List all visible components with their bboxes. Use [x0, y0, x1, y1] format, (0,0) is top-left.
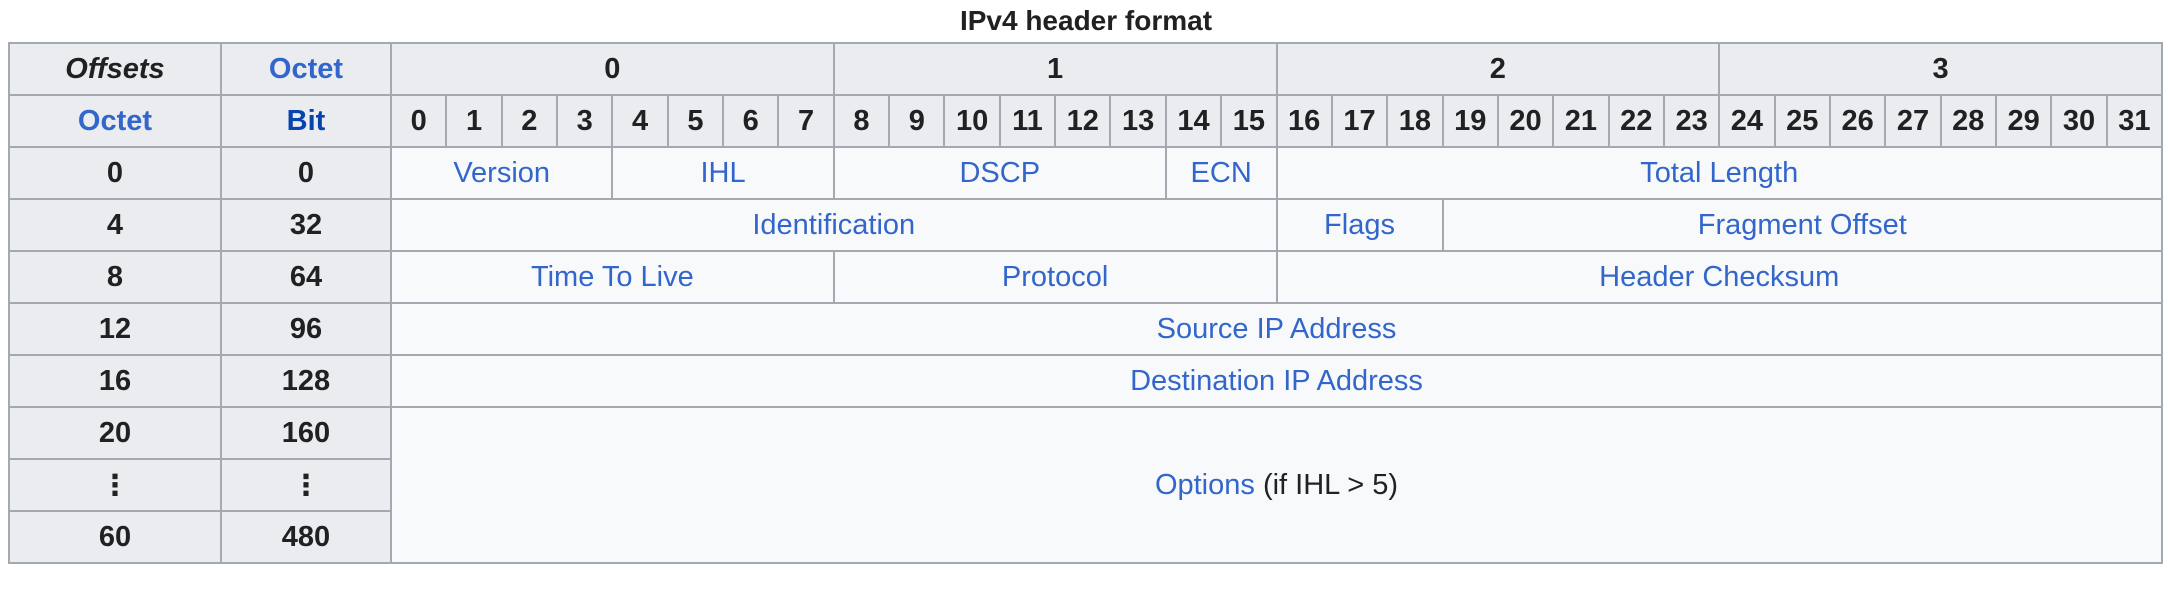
bit-27: 27 — [1884, 94, 1942, 148]
bit-28: 28 — [1939, 94, 1997, 148]
octet-1-header: 1 — [832, 42, 1278, 96]
bit-22: 22 — [1607, 94, 1665, 148]
field-source-ip-link[interactable]: Source IP Address — [390, 302, 2163, 356]
table-row: 12 96 Source IP Address — [8, 302, 2163, 356]
row-octet-offset: 8 — [8, 250, 222, 304]
bit-1: 1 — [445, 94, 503, 148]
bit-21: 21 — [1552, 94, 1610, 148]
table-row: 8 64 Time To Live Protocol Header Checks… — [8, 250, 2163, 304]
row-octet-offset: 20 — [8, 406, 222, 460]
row-bit-offset: 160 — [220, 406, 392, 460]
row-bit-offset: 128 — [220, 354, 392, 408]
bit-6: 6 — [722, 94, 780, 148]
field-identification-link[interactable]: Identification — [390, 198, 1278, 252]
field-version-link[interactable]: Version — [389, 146, 614, 200]
field-total-length-link[interactable]: Total Length — [1275, 146, 2163, 200]
table-row: 60 480 — [8, 510, 2162, 564]
bit-23: 23 — [1662, 94, 1721, 148]
row-octet-offset: 4 — [8, 198, 222, 252]
row-bit-offset: 480 — [220, 510, 392, 564]
table-row: 0 0 Version IHL DSCP ECN Total Length — [8, 146, 2163, 200]
bit-5: 5 — [666, 94, 725, 148]
octet-3-header: 3 — [1718, 42, 2163, 96]
table-row: 20 160 Options (if IHL > 5) — [8, 406, 2163, 564]
offsets-header: Offsets — [8, 42, 222, 96]
bit-12: 12 — [1054, 94, 1112, 148]
bit-29: 29 — [1994, 94, 2053, 148]
field-ecn-link[interactable]: ECN — [1164, 146, 1278, 200]
row-bit-offset: 64 — [220, 250, 392, 304]
octet-header-row: Offsets Octet 0 1 2 3 — [8, 42, 2163, 96]
row-octet-offset: 16 — [8, 354, 222, 408]
bit-18: 18 — [1386, 94, 1444, 148]
field-destination-ip-link[interactable]: Destination IP Address — [390, 354, 2163, 408]
bit-24: 24 — [1718, 94, 1776, 148]
bit-3: 3 — [556, 94, 614, 148]
ipv4-header-table: Offsets Octet 0 1 2 3 Octet Bit 0 1 2 3 … — [8, 42, 2164, 564]
field-ihl-link[interactable]: IHL — [611, 146, 835, 200]
bit-header-row: Octet Bit 0 1 2 3 4 5 6 7 8 9 10 11 12 1… — [8, 94, 2164, 148]
row-bit-offset: 96 — [220, 302, 392, 356]
bit-16: 16 — [1275, 94, 1333, 148]
field-time-to-live-link[interactable]: Time To Live — [390, 250, 835, 304]
bit-20: 20 — [1496, 94, 1555, 148]
field-flags-link[interactable]: Flags — [1275, 198, 1444, 252]
bit-14: 14 — [1164, 94, 1223, 148]
field-header-checksum-link[interactable]: Header Checksum — [1275, 250, 2163, 304]
octet-row-link[interactable]: Octet — [8, 94, 222, 148]
row-bit-offset: 0 — [220, 146, 392, 200]
row-bit-ellipsis: ⋮ — [220, 458, 392, 512]
bit-31: 31 — [2105, 94, 2164, 148]
row-bit-offset: 32 — [220, 198, 392, 252]
bit-17: 17 — [1330, 94, 1389, 148]
octet-0-header: 0 — [390, 42, 835, 96]
field-options-link[interactable]: Options — [1154, 468, 1255, 501]
field-protocol-link[interactable]: Protocol — [832, 250, 1278, 304]
bit-10: 10 — [943, 94, 1001, 148]
bit-9: 9 — [888, 94, 946, 148]
bit-4: 4 — [611, 94, 669, 148]
bit-8: 8 — [832, 94, 891, 148]
bit-0: 0 — [389, 94, 448, 148]
field-fragment-offset-link[interactable]: Fragment Offset — [1441, 198, 2164, 252]
row-octet-offset: 0 — [8, 146, 222, 200]
bit-11: 11 — [998, 94, 1057, 148]
field-options-condition: (if IHL > 5) — [1254, 468, 1399, 501]
bit-2: 2 — [500, 94, 559, 148]
bit-13: 13 — [1109, 94, 1167, 148]
field-options-cell: Options (if IHL > 5) — [390, 406, 2163, 564]
bit-15: 15 — [1220, 94, 1278, 148]
field-dscp-link[interactable]: DSCP — [832, 146, 1167, 200]
bit-26: 26 — [1828, 94, 1887, 148]
bit-25: 25 — [1773, 94, 1831, 148]
bit-30: 30 — [2050, 94, 2108, 148]
octet-2-header: 2 — [1275, 42, 1721, 96]
row-octet-offset: 60 — [8, 510, 222, 564]
table-row: 4 32 Identification Flags Fragment Offse… — [8, 198, 2164, 252]
row-octet-offset: 12 — [8, 302, 222, 356]
table-caption: IPv4 header format — [959, 5, 1213, 36]
row-octet-ellipsis: ⋮ — [8, 458, 222, 512]
bit-7: 7 — [777, 94, 835, 148]
bit-19: 19 — [1441, 94, 1499, 148]
bit-link[interactable]: Bit — [220, 94, 392, 148]
octet-link[interactable]: Octet — [220, 42, 392, 96]
table-row: ⋮ ⋮ — [8, 458, 2162, 512]
table-row: 16 128 Destination IP Address — [8, 354, 2163, 408]
